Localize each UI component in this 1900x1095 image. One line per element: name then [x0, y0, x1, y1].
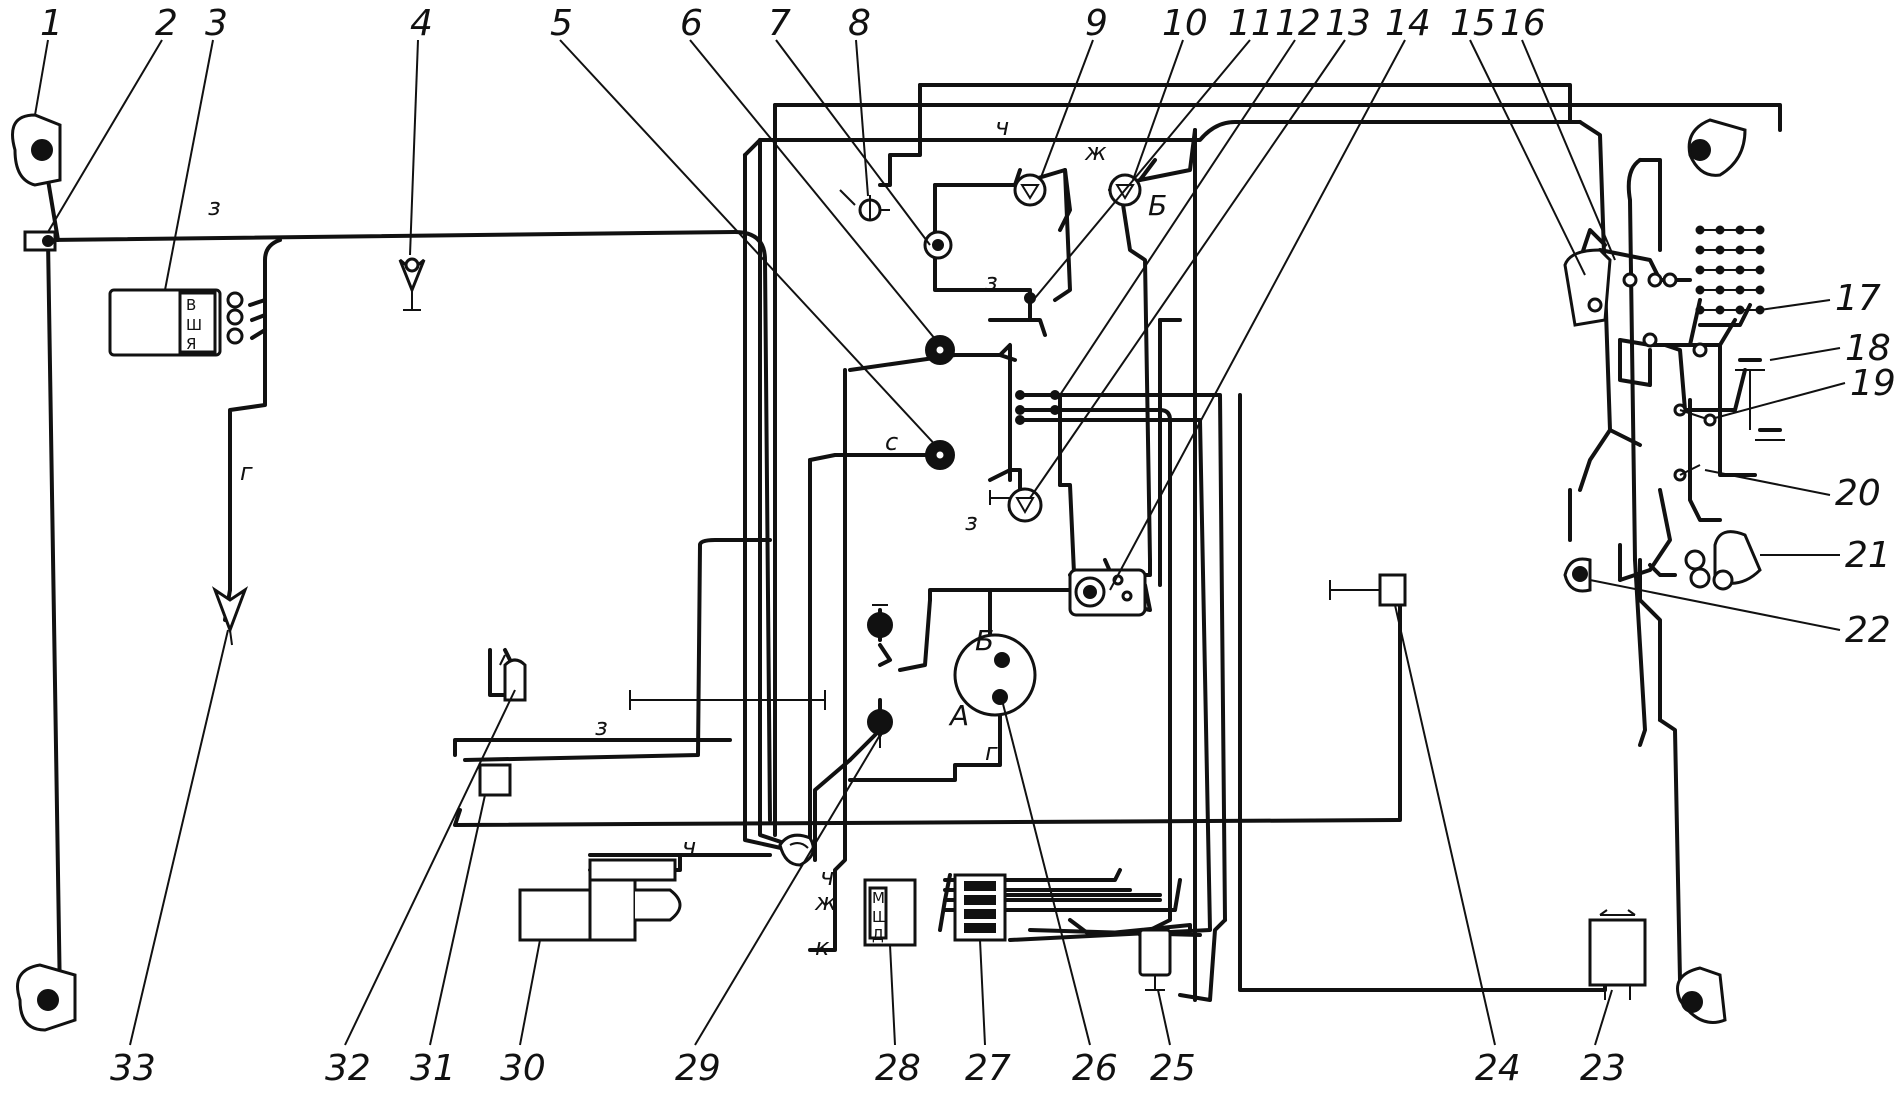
callout-20: 20 [1835, 473, 1881, 514]
relay-terminal-sh: Ш [186, 316, 202, 334]
callout-9: 9 [1085, 3, 1108, 44]
relay-terminal-v: В [186, 296, 196, 314]
fuel-sender-32 [499, 654, 527, 702]
callout-27: 27 [965, 1048, 1011, 1089]
mount-bar [629, 690, 826, 710]
lamp-22 [1563, 557, 1592, 593]
switch-24 [1329, 573, 1407, 607]
connector-block-2 [23, 230, 57, 252]
callout-7: 7 [768, 3, 791, 44]
callout-8: 8 [848, 3, 871, 44]
ignition-switch-14 [1068, 568, 1147, 617]
callout-3: 3 [205, 3, 228, 44]
lamp-center-upper [867, 604, 893, 638]
relay-terminal-ya: Я [186, 335, 196, 353]
generator-terminal-b: Б [975, 624, 994, 657]
callout-18: 18 [1845, 328, 1891, 369]
callout-25: 25 [1150, 1048, 1196, 1089]
lamp-center-lower [867, 709, 893, 748]
wire-labels: з г ч ж з с з з ч ч ж к г [208, 113, 1107, 961]
wire-label-z-center: з [985, 268, 998, 296]
leader-lines [34, 39, 1846, 1046]
callout-12: 12 [1275, 3, 1321, 44]
battery-18 [1735, 358, 1785, 441]
switch-17 [1695, 225, 1765, 315]
wire-label-z-top-left: з [208, 193, 221, 221]
callout-31: 31 [410, 1048, 456, 1089]
callout-21: 21 [1845, 535, 1891, 576]
callout-30: 30 [500, 1048, 546, 1089]
sensor-31 [478, 763, 512, 797]
lamp-6 [925, 335, 955, 365]
lamp-7 [923, 230, 953, 260]
switch-20 [1673, 464, 1701, 482]
fuse-block-28: М Ш Д [863, 878, 917, 947]
switch-8 [839, 189, 890, 222]
callout-10: 10 [1162, 3, 1208, 44]
wire-label-ch-top: ч [995, 113, 1009, 141]
callout-4: 4 [410, 3, 433, 44]
switch-19 [1673, 403, 1717, 427]
wire-label-k-bottom: к [815, 933, 830, 961]
relay-regulator: В Ш Я [108, 288, 244, 357]
wire-label-zh-bottom: ж [814, 888, 837, 916]
callout-1: 1 [40, 3, 63, 44]
terminal-strip-27 [953, 873, 1007, 942]
wire-label-g-generator: г [985, 738, 998, 766]
callout-26: 26 [1072, 1048, 1118, 1089]
callout-13: 13 [1325, 3, 1371, 44]
headlight-rear-left [16, 963, 77, 1032]
callout-14: 14 [1385, 3, 1431, 44]
callout-23: 23 [1580, 1048, 1626, 1089]
plug-29 [778, 833, 815, 867]
callout-2: 2 [155, 3, 178, 44]
switch-16 [1642, 272, 1708, 358]
headlight-front-left [11, 113, 62, 187]
wire-label-ch-lower: ч [682, 833, 696, 861]
lamp-5 [925, 440, 955, 470]
callout-11: 11 [1228, 3, 1274, 44]
headlight-front-right [1687, 118, 1747, 177]
wire-label-ch-bottom: ч [820, 863, 834, 891]
generator-terminal-a: А [948, 699, 969, 732]
tail-lamp-21 [1684, 530, 1762, 591]
wire-label-zh-top: ж [1084, 138, 1107, 166]
fuse-terminal-d: Д [872, 926, 884, 944]
horn-23 [1588, 909, 1647, 1000]
callout-33: 33 [110, 1048, 156, 1089]
callout-16: 16 [1500, 3, 1546, 44]
wire-label-g-left: г [240, 458, 253, 486]
switch-15 [1563, 248, 1663, 327]
oil-pressure-sender-25 [1138, 928, 1172, 991]
lamp-33 [211, 586, 249, 646]
fuse-terminal-sh: Ш [872, 908, 888, 926]
switch10-terminal-b: Б [1148, 189, 1167, 222]
callout-19: 19 [1850, 363, 1896, 404]
callout-5: 5 [550, 3, 573, 44]
headlight-rear-right [1676, 966, 1727, 1024]
callout-22: 22 [1845, 610, 1891, 651]
generator-26: Б А [948, 624, 1037, 732]
wire-label-s-center: с [885, 428, 898, 456]
callout-29: 29 [675, 1048, 721, 1089]
fuse-terminal-m: М [872, 889, 885, 907]
starter-30 [518, 858, 682, 942]
callout-32: 32 [325, 1048, 371, 1089]
lamp-4 [398, 257, 426, 311]
callout-24: 24 [1475, 1048, 1521, 1089]
wires [46, 83, 1782, 1002]
callout-numbers: 1 2 3 4 5 6 7 8 9 10 11 12 13 14 15 16 1… [40, 3, 1896, 1089]
bus-terminals-12 [1015, 390, 1060, 425]
wire-label-z-lower-left: з [595, 713, 608, 741]
switch-9 [1013, 173, 1047, 207]
wire-label-z-center-lower: з [965, 508, 978, 536]
callout-28: 28 [875, 1048, 921, 1089]
callout-6: 6 [680, 3, 703, 44]
junction-11 [1024, 292, 1036, 304]
callout-15: 15 [1450, 3, 1496, 44]
switch-13 [989, 487, 1043, 523]
components: В Ш Я [11, 113, 1785, 1032]
callout-17: 17 [1835, 278, 1881, 319]
